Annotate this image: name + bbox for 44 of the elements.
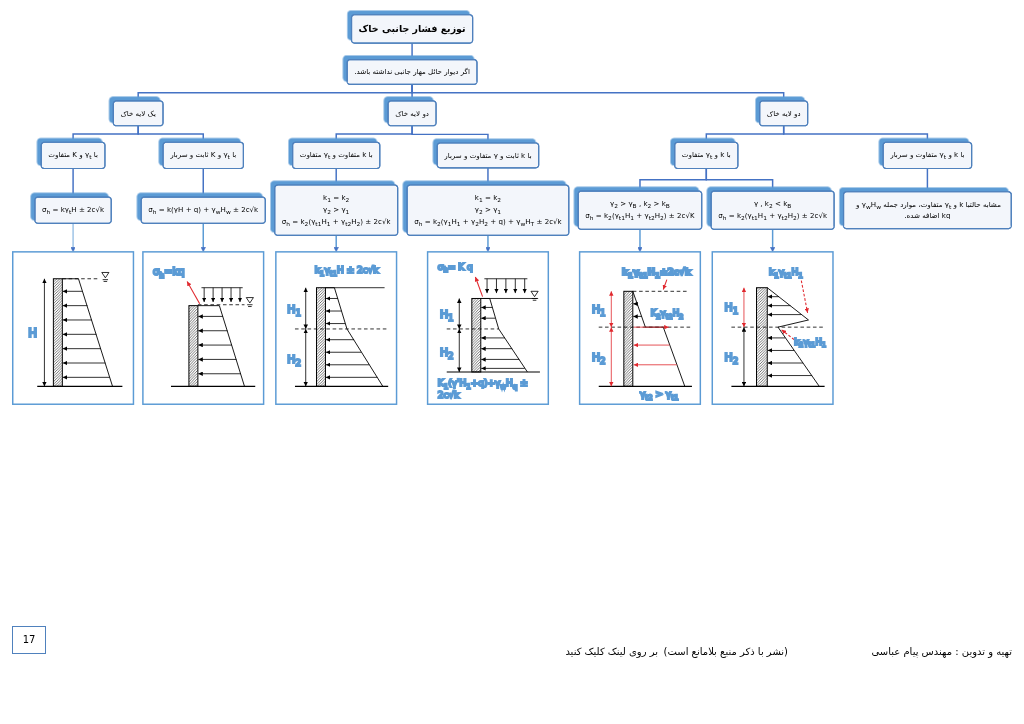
formula-label: k$_{1}$γ$_{t1}$H$_{1}$: [769, 267, 803, 280]
connector: [335, 167, 337, 186]
connector: [926, 167, 929, 193]
dimension-label: H$_{1}$: [724, 301, 739, 317]
arrow: [637, 228, 643, 253]
arrow: [485, 234, 491, 253]
formula-label: K$_{2}$γ$_{t2}$H$_{2}$: [650, 308, 684, 321]
connector: [137, 125, 204, 143]
node-picture: [426, 251, 550, 405]
formula-label: k$_{2}$γ$_{t1}$H$_{1}$: [794, 337, 827, 350]
node-picture: [711, 251, 834, 405]
dimension-label: H$_{2}$: [724, 351, 739, 367]
node-picture: [142, 251, 265, 405]
dimension-label: H$_{2}$: [439, 345, 454, 361]
dimension-label: H$_{2}$: [287, 353, 301, 368]
arrow: [770, 228, 776, 253]
arrow: [70, 222, 76, 253]
node-picture: [578, 251, 702, 405]
pressure-label: σ$_{h}$= K q: [437, 261, 473, 275]
node-picture: [275, 251, 398, 405]
footer-note: (نشر با ذکر منبع بلامانع است): [663, 646, 788, 657]
node-picture: [12, 251, 135, 405]
arrow: [200, 222, 206, 253]
connector: [782, 125, 929, 143]
page-number: 17: [12, 626, 46, 654]
dimension-label: H: [28, 326, 38, 340]
dimension-label: H$_{1}$: [591, 302, 606, 318]
dimension-label: H$_{1}$: [439, 308, 454, 324]
connector: [487, 167, 489, 186]
arrow: [333, 234, 339, 253]
formula-label: K$_{1}$(γ'H$_{1}$+q)+γ$_{w}$H$_{q}$ ± 2c√k: [437, 378, 528, 400]
formula-label: γ$_{t2}$ > γ$_{t1}$: [639, 389, 679, 402]
pressure-label: σ$_{h}$=kq: [153, 266, 185, 280]
connector: [202, 167, 204, 198]
connector: [705, 167, 774, 192]
formula-label: k$_{1}$γ$_{t1}$H ± 2c√k: [314, 265, 379, 278]
dimension-label: H$_{2}$: [591, 351, 606, 367]
footer-note: بر روی لینک کلیک کنید: [565, 646, 658, 657]
connector: [411, 42, 413, 61]
dimension-label: H$_{1}$: [287, 302, 301, 318]
formula-label: k$_{1}$γ$_{t1}$H$_{1}$±2c√k: [622, 267, 691, 280]
credit-text: تهیه و تدوین : مهندس پیام عباسی: [871, 646, 1012, 657]
connector: [72, 167, 74, 198]
connector: [411, 125, 489, 144]
